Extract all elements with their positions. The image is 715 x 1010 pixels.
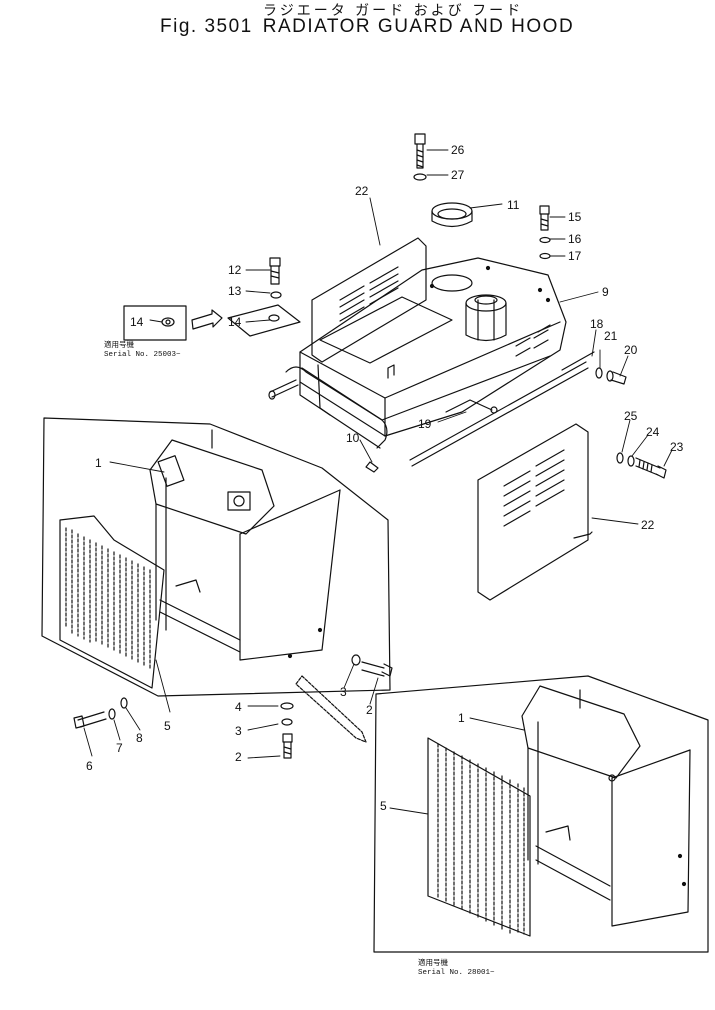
callout-6: 6 <box>86 759 93 773</box>
bolt-12 <box>227 257 301 337</box>
callout-22-lower: 22 <box>641 518 655 532</box>
callout-14-left: 14 <box>130 315 144 329</box>
leader-lines <box>83 149 673 815</box>
callout-12: 12 <box>228 263 242 277</box>
callout-18: 18 <box>590 317 604 331</box>
bolt-hood-left <box>268 379 299 400</box>
serial-note-left-jp: 適用号機 <box>104 342 134 350</box>
grill-inset <box>427 737 531 937</box>
callout-1-left: 1 <box>95 456 102 470</box>
callout-20: 20 <box>624 343 638 357</box>
hood <box>285 257 589 473</box>
radiator-guard-inset <box>521 685 691 927</box>
callout-10: 10 <box>346 431 360 445</box>
callout-26: 26 <box>451 143 465 157</box>
japanese-title: ラジエータ ガード および フード <box>263 3 524 19</box>
bolt-23 <box>616 452 667 479</box>
callout-9: 9 <box>602 285 609 299</box>
callout-2-bottom: 2 <box>235 750 242 764</box>
fasteners-right <box>351 654 393 677</box>
callout-21: 21 <box>604 329 618 343</box>
filler-cap-ring <box>431 202 473 228</box>
side-cover-lower <box>477 423 593 601</box>
callout-11: 11 <box>507 198 520 212</box>
bolt-15 <box>539 205 551 260</box>
callout-4: 4 <box>235 700 242 714</box>
radiator-guard-left <box>149 429 341 661</box>
serial-note-bottom-jp: 適用号機 <box>418 960 448 968</box>
callout-labels: 26 27 11 15 16 17 9 22 12 13 14 14 18 21… <box>86 143 684 813</box>
side-cover-upper <box>311 237 427 416</box>
callout-27: 27 <box>451 168 465 182</box>
serial-note-bottom: 適用号機 Serial No. 28001~ <box>418 960 495 978</box>
callout-13: 13 <box>228 284 242 298</box>
callout-1-inset: 1 <box>458 711 465 725</box>
callout-16: 16 <box>568 232 582 246</box>
callout-7: 7 <box>116 741 123 755</box>
rod-18-set <box>561 351 627 385</box>
bolt-26 <box>413 133 427 181</box>
figure-title: RADIATOR GUARD AND HOOD <box>262 16 575 37</box>
fasteners-bottom <box>280 702 294 759</box>
callout-19: 19 <box>418 417 432 431</box>
callout-5-left: 5 <box>164 719 171 733</box>
figure-number: Fig. 3501 <box>160 16 253 37</box>
callout-17: 17 <box>568 249 582 263</box>
callout-23: 23 <box>670 440 684 454</box>
callout-3-right: 3 <box>340 685 347 699</box>
page-title: Fig. 3501 RADIATOR GUARD AND HOOD <box>160 16 574 38</box>
callout-25: 25 <box>624 409 638 423</box>
callout-22-upper: 22 <box>355 184 369 198</box>
callout-14-right: 14 <box>228 315 242 329</box>
serial-note-left-serial: Serial No. 25003~ <box>104 351 181 359</box>
callout-24: 24 <box>646 425 660 439</box>
callout-3-bottom: 3 <box>235 724 242 738</box>
grill-left <box>59 515 165 689</box>
assembly-frame-left <box>41 417 391 697</box>
inset-frame <box>373 675 709 953</box>
callout-2-right: 2 <box>366 703 373 717</box>
callout-5-inset: 5 <box>380 799 387 813</box>
serial-detail-box <box>123 305 223 341</box>
fasteners-left <box>73 697 128 729</box>
arrow-to-inset <box>295 675 367 743</box>
serial-note-left: 適用号機 Serial No. 25003~ <box>104 342 181 360</box>
serial-note-bottom-serial: Serial No. 28001~ <box>418 969 495 977</box>
callout-8: 8 <box>136 731 143 745</box>
callout-15: 15 <box>568 210 582 224</box>
